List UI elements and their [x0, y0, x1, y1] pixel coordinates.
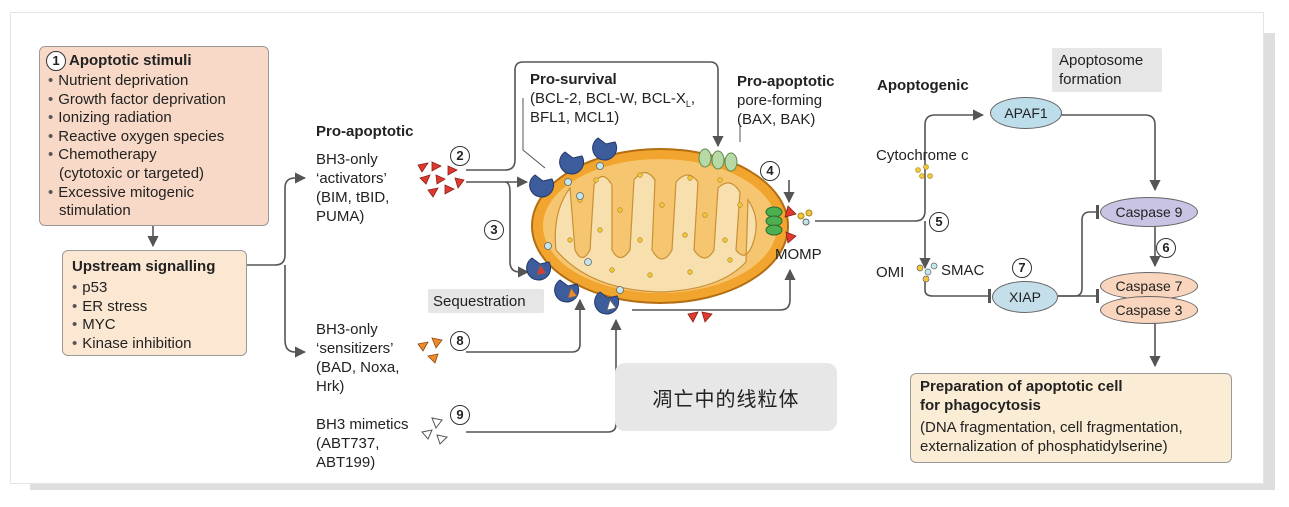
mimetics-line: ABT199)	[316, 454, 376, 471]
smac-label: SMAC	[941, 262, 985, 279]
membrane-dots	[544, 162, 624, 294]
step-badge-8: 8	[450, 331, 470, 351]
bax-bak-proteins	[698, 148, 738, 172]
apoptosome-label: Apoptosome	[1059, 52, 1144, 69]
pore-forming-heading: Pro-apoptotic	[737, 73, 835, 90]
stimuli-item: stimulation	[59, 202, 131, 220]
pro-survival-members: BFL1, MCL1)	[530, 109, 620, 126]
caspase3-node: Caspase 3	[1100, 296, 1198, 324]
arrow-release-to-momp	[632, 268, 796, 311]
upstream-list: p53 ER stress MYC Kinase inhibition	[72, 279, 192, 354]
pro-survival-heading: Pro-survival	[530, 71, 617, 88]
released-activators	[687, 311, 713, 323]
preparation-title: Preparation of apoptotic cell	[920, 378, 1123, 395]
upstream-item: p53	[72, 279, 192, 298]
arrow-momp-to-release	[815, 109, 985, 222]
activators-line: ‘activators’	[316, 170, 387, 187]
phagocytosis-preparation-box	[910, 373, 1232, 463]
arrow-upstream-to-sensitizers	[284, 265, 307, 358]
stimuli-item: Ionizing radiation	[48, 109, 226, 128]
step-badge-1: 1	[46, 51, 66, 71]
preparation-detail: (DNA fragmentation, cell fragmentation,	[920, 419, 1183, 436]
activators-line: BH3-only	[316, 151, 378, 168]
step-badge-5: 5	[929, 212, 949, 232]
upstream-item: ER stress	[72, 298, 192, 317]
sequestration-label: Sequestration	[433, 293, 526, 310]
momp-pore	[765, 205, 813, 244]
stimuli-item: Reactive oxygen species	[48, 128, 226, 147]
upstream-item: Kinase inhibition	[72, 335, 191, 354]
pro-apoptotic-heading: Pro-apoptotic	[316, 123, 414, 140]
arrow-sensitizers-to-survival	[466, 298, 586, 353]
apoptogenic-heading: Apoptogenic	[877, 77, 969, 94]
arrow-activators-to-mito	[466, 61, 724, 171]
stimuli-item: Growth factor deprivation	[48, 91, 226, 110]
mitochondrion	[531, 148, 789, 304]
sensitizers-line: Hrk)	[316, 378, 345, 395]
pro-survival-members: (BCL-2, BCL-W, BCL-XL,	[530, 90, 696, 109]
arrow-activators-sequestered	[504, 181, 530, 278]
cytochrome-c-dots	[915, 164, 933, 179]
apaf1-node: APAF1	[990, 97, 1062, 129]
bound-ligands	[536, 264, 617, 311]
activator-triangles	[417, 161, 465, 198]
stimuli-item: (cytotoxic or targeted)	[59, 164, 205, 182]
inhibit-xiap-caspase9	[1058, 205, 1099, 297]
arrow-smac-to-xiap	[924, 280, 991, 303]
caspase9-node: Caspase 9	[1100, 197, 1198, 227]
mimetic-triangles	[421, 417, 449, 445]
cytochrome-c-label: Cytochrome c	[876, 147, 969, 164]
preparation-detail: externalization of phosphatidylserine)	[920, 438, 1168, 455]
step-badge-4: 4	[760, 161, 780, 181]
mitochondria-caption: 凋亡中的线粒体	[615, 363, 837, 431]
pore-forming-line: (BAX, BAK)	[737, 111, 816, 128]
mimetics-line: (ABT737,	[316, 435, 380, 452]
omi-label: OMI	[876, 264, 905, 281]
stimuli-item: Nutrient deprivation	[48, 72, 226, 91]
activators-line: (BIM, tBID,	[316, 189, 390, 206]
sequestration-callout	[428, 289, 544, 313]
upstream-title: Upstream signalling	[72, 258, 216, 275]
sensitizer-triangles	[417, 337, 443, 364]
omi-smac-dots	[916, 262, 938, 283]
mimetics-line: BH3 mimetics	[316, 416, 409, 433]
sensitizers-line: ‘sensitizers’	[316, 340, 394, 357]
preparation-title: for phagocytosis	[920, 397, 1041, 414]
sensitizers-line: (BAD, Noxa,	[316, 359, 400, 376]
apoptosome-label: formation	[1059, 71, 1122, 88]
pointer-survival	[522, 98, 546, 169]
stimuli-title: Apoptotic stimuli	[69, 52, 192, 69]
step-badge-6: 6	[1156, 238, 1176, 258]
stimuli-list: Nutrient deprivation Growth factor depri…	[48, 72, 226, 221]
mito-dots	[567, 172, 743, 278]
pore-forming-line: pore-forming	[737, 92, 823, 109]
stimuli-item: Excessive mitogenic	[48, 184, 226, 203]
apoptosome-callout	[1052, 48, 1162, 92]
arrow-apaf1-to-caspase9	[1060, 114, 1161, 192]
step-badge-2: 2	[450, 146, 470, 166]
step-badge-7: 7	[1012, 258, 1032, 278]
upstream-item: MYC	[72, 316, 192, 335]
arrow-upstream-to-activators	[247, 172, 307, 266]
activators-line: PUMA)	[316, 208, 365, 225]
step-badge-3: 3	[484, 220, 504, 240]
step-badge-9: 9	[450, 405, 470, 425]
sensitizers-line: BH3-only	[316, 321, 378, 338]
momp-label: MOMP	[775, 246, 822, 263]
xiap-node: XIAP	[992, 281, 1058, 313]
stimuli-item: Chemotherapy	[48, 146, 226, 165]
arrow-mimetics-to-survival	[466, 318, 622, 433]
